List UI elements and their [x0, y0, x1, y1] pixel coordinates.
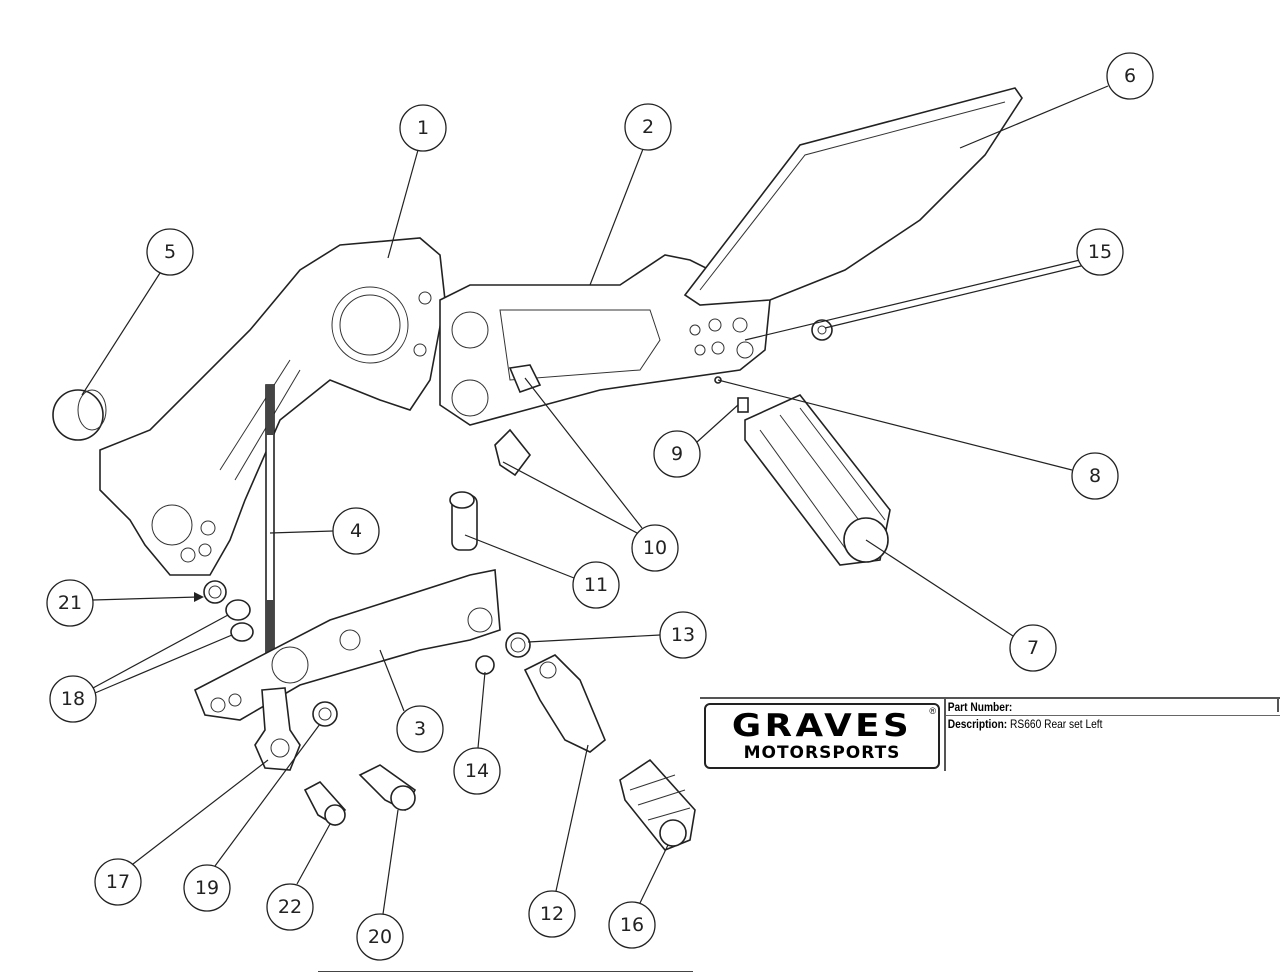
- svg-text:20: 20: [368, 926, 392, 948]
- svg-text:3: 3: [414, 718, 426, 740]
- svg-text:1: 1: [417, 117, 429, 139]
- svg-text:9: 9: [671, 443, 683, 465]
- svg-text:8: 8: [1089, 465, 1101, 487]
- part-12-rod-end: [523, 654, 606, 753]
- brand-logo: GRAVES MOTORSPORTS ®: [704, 703, 940, 769]
- callout-14: 14: [453, 747, 501, 795]
- callout-22: 22: [266, 883, 314, 931]
- svg-text:4: 4: [350, 520, 362, 542]
- callout-8: 8: [1071, 452, 1119, 500]
- part-number-row: Part Number:: [946, 699, 1280, 716]
- svg-text:15: 15: [1088, 241, 1112, 263]
- title-block: GRAVES MOTORSPORTS ® Part Number: Descri…: [700, 697, 1280, 771]
- callout-2: 2: [624, 103, 672, 151]
- svg-text:2: 2: [642, 116, 654, 138]
- callout-6: 6: [1106, 52, 1154, 100]
- bottom-border-line: [318, 971, 693, 972]
- part-3-shift-lever: [193, 569, 501, 721]
- part-11-pin: [449, 491, 478, 551]
- part-22-bolt: [303, 780, 347, 827]
- part-4-rod: [265, 384, 275, 656]
- part-21-washer: [203, 580, 227, 604]
- callout-16: 16: [608, 901, 656, 949]
- callout-20: 20: [356, 913, 404, 961]
- part-20-bolt: [358, 764, 417, 812]
- callout-13: 13: [659, 611, 707, 659]
- registered-mark: ®: [929, 706, 936, 716]
- callout-1: 1: [399, 104, 447, 152]
- part-5-spacer: [52, 389, 107, 441]
- callout-15: 15: [1076, 228, 1124, 276]
- part-17-rod-end: [254, 687, 301, 771]
- leader-lines: [81, 85, 1109, 915]
- svg-text:5: 5: [164, 241, 176, 263]
- description-label: Description:: [947, 717, 1008, 731]
- callout-21: 21: [46, 579, 94, 627]
- logo-line-1: GRAVES: [731, 708, 913, 744]
- callout-5: 5: [146, 228, 194, 276]
- part-6-heel-guard: [683, 87, 1023, 306]
- callout-19: 19: [183, 864, 231, 912]
- border-line: [1277, 698, 1279, 712]
- callout-11: 11: [572, 561, 620, 609]
- part-18-spacers: [225, 599, 254, 642]
- svg-text:18: 18: [61, 688, 85, 710]
- svg-text:12: 12: [540, 903, 564, 925]
- svg-text:17: 17: [106, 871, 130, 893]
- callout-9: 9: [653, 430, 701, 478]
- svg-text:6: 6: [1124, 65, 1136, 87]
- title-cells: Part Number: Description: RS660 Rear set…: [944, 699, 1280, 771]
- svg-text:11: 11: [584, 574, 608, 596]
- part-16-rubber: [619, 758, 696, 851]
- part-7-foot-peg: [737, 394, 891, 566]
- svg-text:22: 22: [278, 896, 302, 918]
- callout-7: 7: [1009, 624, 1057, 672]
- callout-12: 12: [528, 890, 576, 938]
- part-15-bolt: [811, 319, 833, 341]
- callout-17: 17: [94, 858, 142, 906]
- callout-3: 3: [396, 705, 444, 753]
- description-value: RS660 Rear set Left: [1010, 717, 1103, 731]
- svg-text:10: 10: [643, 537, 667, 559]
- callout-4: 4: [332, 507, 380, 555]
- part-14-clip: [475, 655, 495, 675]
- callout-18: 18: [49, 675, 97, 723]
- svg-text:13: 13: [671, 624, 695, 646]
- svg-text:19: 19: [195, 877, 219, 899]
- svg-text:7: 7: [1027, 637, 1039, 659]
- part-19-washer: [312, 701, 338, 727]
- svg-text:14: 14: [465, 760, 489, 782]
- svg-text:21: 21: [58, 592, 82, 614]
- logo-line-2: MOTORSPORTS: [743, 743, 901, 763]
- callout-10: 10: [631, 524, 679, 572]
- description-row: Description: RS660 Rear set Left: [946, 716, 1232, 732]
- part-13-spring: [505, 632, 531, 658]
- svg-text:16: 16: [620, 914, 644, 936]
- part-number-label: Part Number:: [947, 700, 1013, 714]
